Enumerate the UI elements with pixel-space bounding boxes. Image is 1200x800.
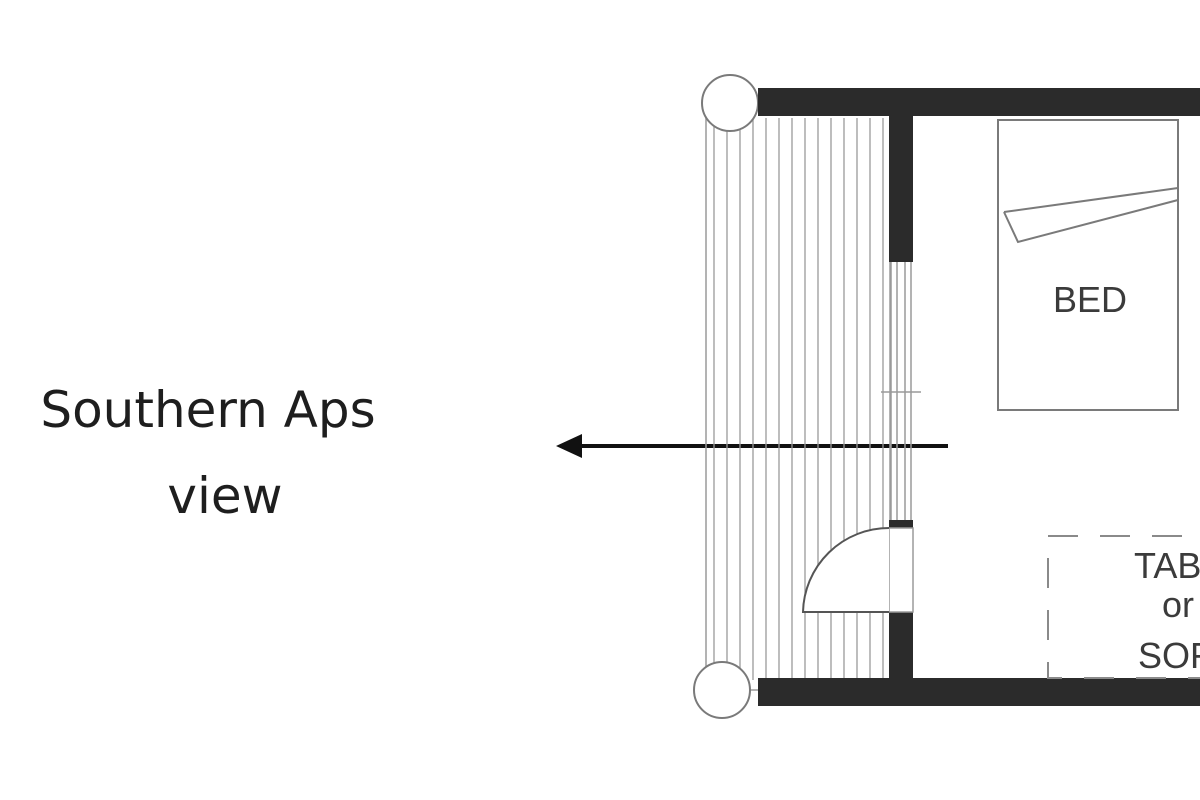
bottom-wall [758, 678, 1200, 706]
sliding-window [881, 262, 921, 520]
bed: BED [997, 119, 1179, 411]
exterior-walls [758, 88, 1200, 706]
table-or-sofa: TAB or SOF [1047, 535, 1200, 679]
bed-label: BED [1053, 279, 1127, 320]
balcony-door [801, 527, 914, 613]
facade-wall-lower [889, 612, 913, 678]
facade-wall-upper [889, 116, 913, 262]
view-direction-arrow [556, 434, 948, 458]
column-top [701, 74, 759, 132]
table-label-line-1: TAB [1134, 545, 1200, 586]
top-wall [758, 88, 1200, 116]
view-caption-line-1: Southern Aps [40, 381, 375, 439]
view-caption-line-2: view [167, 467, 282, 525]
table-label-line-3: SOF [1138, 635, 1200, 676]
table-label-line-2: or [1162, 584, 1194, 625]
door-frame [889, 520, 913, 528]
column-bottom [693, 661, 751, 719]
